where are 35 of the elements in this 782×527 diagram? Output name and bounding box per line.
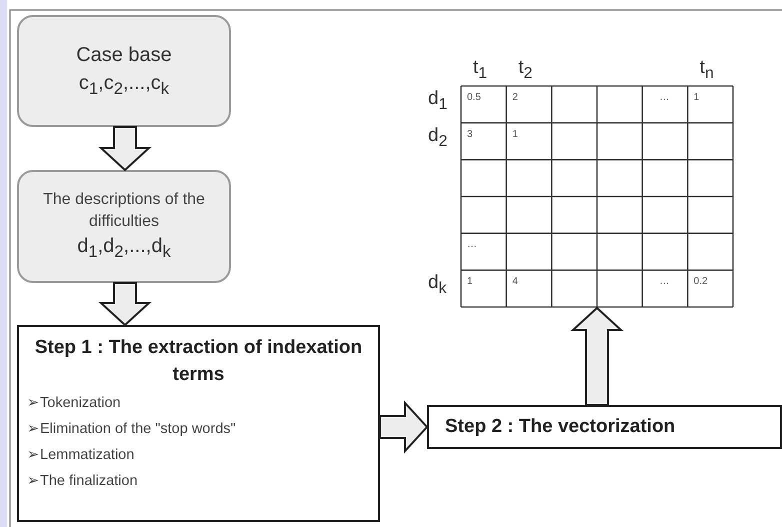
table-cell: 0.2	[694, 276, 708, 288]
table-cell: 3	[467, 128, 473, 140]
table-cell: 4	[512, 276, 518, 288]
step-box	[17, 325, 380, 522]
table-cell: …	[659, 276, 670, 288]
row-header: d$_{2}$	[428, 124, 448, 151]
process-box	[17, 15, 231, 127]
column-header: t$_{1}$	[473, 57, 488, 83]
box-title: The descriptions of the difficulties	[42, 190, 206, 232]
block-arrow	[570, 306, 624, 406]
column-header: t$_{n}$	[700, 57, 714, 83]
table-cell: …	[467, 239, 477, 250]
step-box	[427, 405, 782, 449]
index-list: d$_{1}$,d$_{2}$,...,d$_{k}$	[61, 232, 187, 264]
list-item: ➢Elimination of the "stop words"	[27, 420, 237, 440]
table-cell: …	[659, 92, 670, 103]
step-title: Step 1 : The extraction of indexation terms	[34, 336, 364, 387]
index-list: c$_{1}$,c$_{2}$,...,c$_{k}$	[62, 68, 186, 100]
list-item: ➢The finalization	[27, 472, 139, 492]
table-cell: 1	[694, 92, 700, 103]
block-arrow	[98, 282, 152, 326]
table-cell: 2	[512, 92, 518, 103]
block-arrow	[379, 400, 428, 454]
row-header: d$_{1}$	[428, 88, 448, 114]
process-box	[17, 170, 231, 283]
column-header: t$_{2}$	[518, 57, 532, 83]
block-arrow	[98, 126, 152, 172]
step-title: Step 2 : The vectorization	[445, 416, 676, 438]
table-cell: 1	[467, 276, 473, 288]
table-cell: 0.5	[467, 92, 481, 103]
row-header: d$_{k}$	[428, 272, 446, 298]
list-item: ➢Tokenization	[27, 394, 122, 414]
box-title: Case base	[75, 42, 173, 68]
list-item: ➢Lemmatization	[27, 446, 136, 466]
table-cell: 1	[512, 128, 518, 140]
